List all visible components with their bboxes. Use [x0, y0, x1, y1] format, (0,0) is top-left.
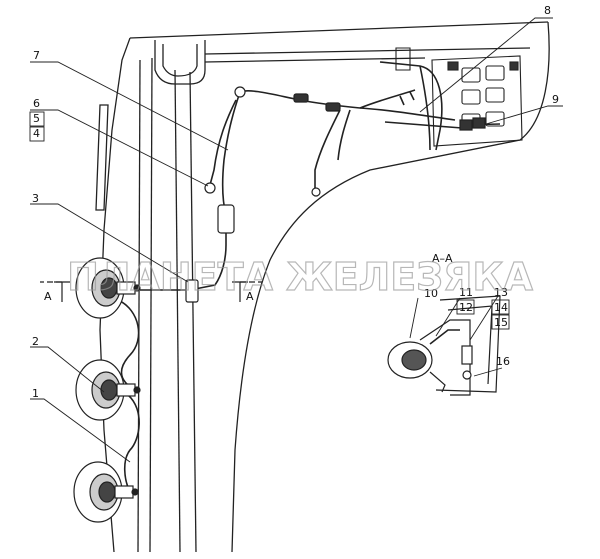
- callout-2: 2: [32, 335, 39, 348]
- callout-12: 12: [459, 301, 473, 314]
- lamp-bottom: [73, 461, 139, 523]
- callout-14: 14: [494, 301, 508, 314]
- callout-6: 6: [33, 97, 40, 110]
- fender-panel: [95, 21, 550, 553]
- callout-3: 3: [32, 192, 39, 205]
- callout-labels: 1 2 3 4 5 6 7 8 9 10 11 12 13 14 15 16: [32, 4, 559, 400]
- section-title: А–А: [432, 252, 453, 265]
- callout-7: 7: [33, 49, 40, 62]
- callout-15: 15: [494, 316, 508, 329]
- switch-block: [395, 47, 523, 147]
- callout-11: 11: [459, 286, 473, 299]
- section-markers: [40, 281, 262, 302]
- callout-10: 10: [424, 287, 438, 300]
- callout-13: 13: [494, 286, 508, 299]
- callout-9: 9: [552, 93, 559, 106]
- section-detail: [387, 295, 501, 396]
- section-marker-right: А: [246, 290, 254, 303]
- callout-16: 16: [496, 355, 510, 368]
- lamp-middle: [75, 359, 141, 421]
- callout-1: 1: [32, 387, 39, 400]
- callout-5: 5: [33, 112, 40, 125]
- leader-lines: [30, 17, 563, 463]
- callout-boxes: [29, 111, 510, 330]
- harness-connectors: [185, 86, 486, 303]
- callout-8: 8: [544, 4, 551, 17]
- callout-4: 4: [33, 127, 40, 140]
- watermark: ПЛАНЕТА ЖЕЛЕЗЯКА: [67, 255, 533, 299]
- section-marker-left: А: [44, 290, 52, 303]
- lamp-top: [75, 257, 141, 319]
